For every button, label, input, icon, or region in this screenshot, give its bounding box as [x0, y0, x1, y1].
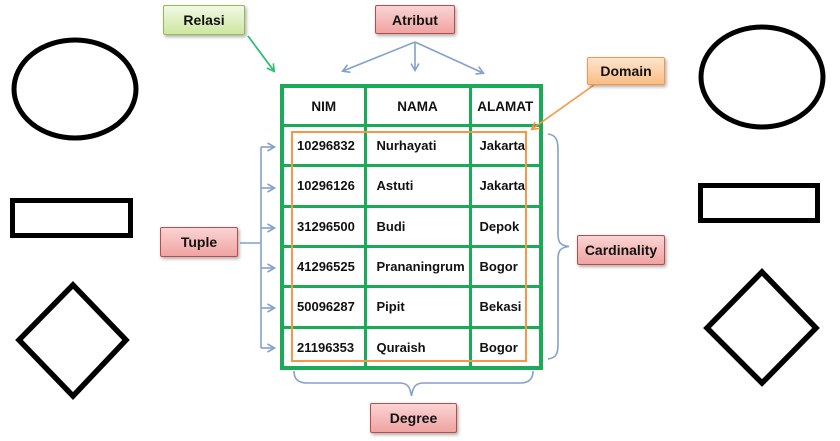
cell-nama: Budi [366, 207, 469, 245]
cell-nim: 10296832 [284, 127, 364, 165]
entity-rectangle-left [10, 198, 133, 238]
atribut-label: Atribut [375, 5, 455, 34]
cell-alamat: Depok [471, 207, 539, 245]
attribute-ellipse-right [698, 24, 826, 130]
cell-alamat: Bekasi [471, 288, 539, 326]
cell-nim: 31296500 [284, 207, 364, 245]
cardinality-label-text: Cardinality [584, 242, 658, 258]
attribute-ellipse-left [11, 37, 139, 141]
cell-nim: 50096287 [284, 288, 364, 326]
domain-label: Domain [587, 57, 665, 85]
cell-alamat: Jakarta [471, 127, 539, 165]
relasi-label-text: Relasi [183, 12, 225, 28]
relationship-diamond-right [703, 268, 820, 387]
degree-label: Degree [370, 403, 457, 433]
relationship-diamond-left [15, 281, 130, 400]
cell-nim: 41296525 [284, 247, 364, 286]
cell-nama: Astuti [366, 167, 469, 205]
cell-nama: Quraish [366, 328, 469, 366]
relasi-arrow [247, 35, 276, 73]
tuple-arrows [240, 142, 277, 353]
cell-nama: Pipit [366, 288, 469, 326]
cell-alamat: Bogor [471, 328, 539, 366]
cardinality-label: Cardinality [577, 235, 665, 265]
domain-label-text: Domain [600, 63, 652, 79]
degree-label-text: Degree [389, 410, 438, 426]
cell-nim: 21196353 [284, 328, 364, 366]
atribut-label-text: Atribut [392, 11, 438, 28]
cell-nim: 10296126 [284, 167, 364, 205]
table-header-nim: NIM [284, 88, 364, 124]
cardinality-brace [547, 133, 570, 360]
table-header-alamat: ALAMAT [471, 88, 539, 124]
cell-nama: Prananingrum [366, 247, 469, 286]
table-header-nama: NAMA [366, 88, 469, 124]
relation-table: NIM NAMA ALAMAT 10296832 Nurhayati Jakar… [280, 84, 543, 370]
degree-brace [293, 370, 534, 397]
cell-nama: Nurhayati [366, 127, 469, 165]
entity-rectangle-right [698, 183, 820, 223]
tuple-label: Tuple [160, 227, 238, 257]
tuple-label-text: Tuple [180, 234, 218, 250]
cell-alamat: Jakarta [471, 167, 539, 205]
cell-alamat: Bogor [471, 247, 539, 286]
relasi-label: Relasi [163, 5, 245, 35]
atribut-arrows [341, 41, 485, 75]
